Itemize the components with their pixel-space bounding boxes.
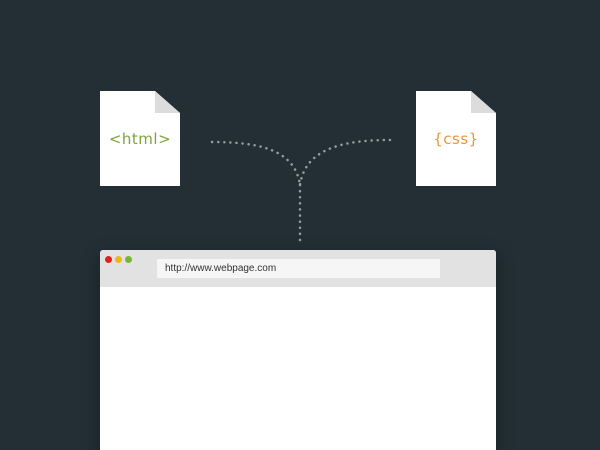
connector-left-branch [210,140,302,187]
maximize-dot-icon[interactable] [125,256,132,263]
browser-content [100,287,496,450]
html-file-label: <html> [108,129,172,148]
browser-toolbar: http://www.webpage.com [100,250,496,287]
css-file-label: {css} [433,129,479,148]
minimize-dot-icon[interactable] [115,256,122,263]
address-bar[interactable]: http://www.webpage.com [157,259,440,278]
browser-window: http://www.webpage.com [100,250,496,450]
connector-right-branch [298,138,392,187]
close-dot-icon[interactable] [105,256,112,263]
